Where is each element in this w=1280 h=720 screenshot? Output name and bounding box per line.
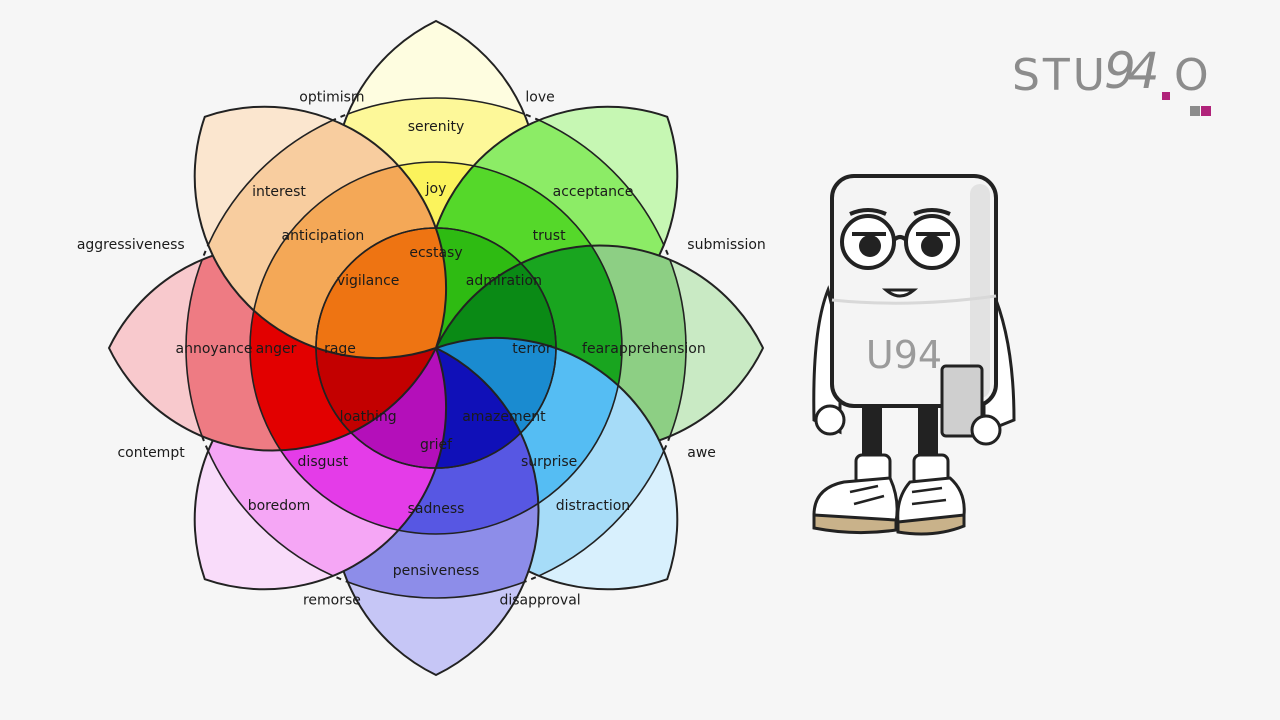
band-divider <box>436 245 623 451</box>
emotion-label-middle: anticipation <box>282 228 365 244</box>
band-divider <box>185 245 436 451</box>
band-divider <box>436 245 687 451</box>
logo-text-o: O <box>1174 50 1212 101</box>
logo-text-94: 94 <box>1104 42 1160 100</box>
emotion-label-outer: apprehension <box>610 341 705 357</box>
emotion-label-inner: terror <box>512 341 552 357</box>
dyad-label: awe <box>687 445 716 461</box>
logo-dot <box>1162 92 1170 100</box>
emotion-label-inner: vigilance <box>337 273 400 289</box>
emotion-label-middle: anger <box>256 341 297 357</box>
band-divider <box>333 348 539 599</box>
dyad-label: remorse <box>303 592 361 608</box>
dyad-label: optimism <box>299 90 364 106</box>
emotion-label-outer: distraction <box>556 498 630 514</box>
emotion-label-inner: ecstasy <box>409 245 462 261</box>
u94-mascot: U94 <box>812 174 1016 536</box>
mascot-label: U94 <box>866 333 942 377</box>
emotion-label-outer: interest <box>252 184 306 200</box>
emotion-label-middle: sadness <box>408 501 465 517</box>
band-divider <box>333 348 539 535</box>
plutchik-emotion-wheel: ecstasy joy serenity admiration trust accepta… <box>77 19 766 677</box>
emotion-label-inner: grief <box>420 437 453 453</box>
dyad-label: love <box>525 90 554 106</box>
dyad-label: submission <box>687 237 766 253</box>
emotion-label-outer: pensiveness <box>393 563 480 579</box>
logo-text-stu: STU <box>1012 50 1109 101</box>
dyad-label: aggressiveness <box>77 237 185 253</box>
emotion-label-outer: serenity <box>408 119 465 135</box>
emotion-label-inner: amazement <box>462 409 546 425</box>
inner-ring <box>315 227 557 469</box>
emotion-label-middle: joy <box>425 181 447 197</box>
emotion-label-outer: acceptance <box>553 184 634 200</box>
band-divider <box>333 161 539 348</box>
logo-mark-icon <box>1190 106 1211 116</box>
emotion-label-inner: admiration <box>466 273 542 289</box>
emotion-label-middle: fear <box>582 341 610 357</box>
emotion-label-inner: loathing <box>340 409 397 425</box>
emotion-label-inner: rage <box>324 341 356 357</box>
emotion-label-middle: surprise <box>521 454 577 470</box>
dyad-label: disapproval <box>499 592 580 608</box>
emotion-label-middle: disgust <box>298 454 349 470</box>
band-divider <box>333 97 539 348</box>
emotion-label-outer: annoyance <box>176 341 253 357</box>
band-divider <box>249 245 436 451</box>
studio94-logo: STU 94 O <box>1012 42 1242 124</box>
petal-outline <box>193 105 447 359</box>
emotion-label-outer: boredom <box>248 498 311 514</box>
dyad-label: contempt <box>117 445 185 461</box>
emotion-label-middle: trust <box>533 228 566 244</box>
